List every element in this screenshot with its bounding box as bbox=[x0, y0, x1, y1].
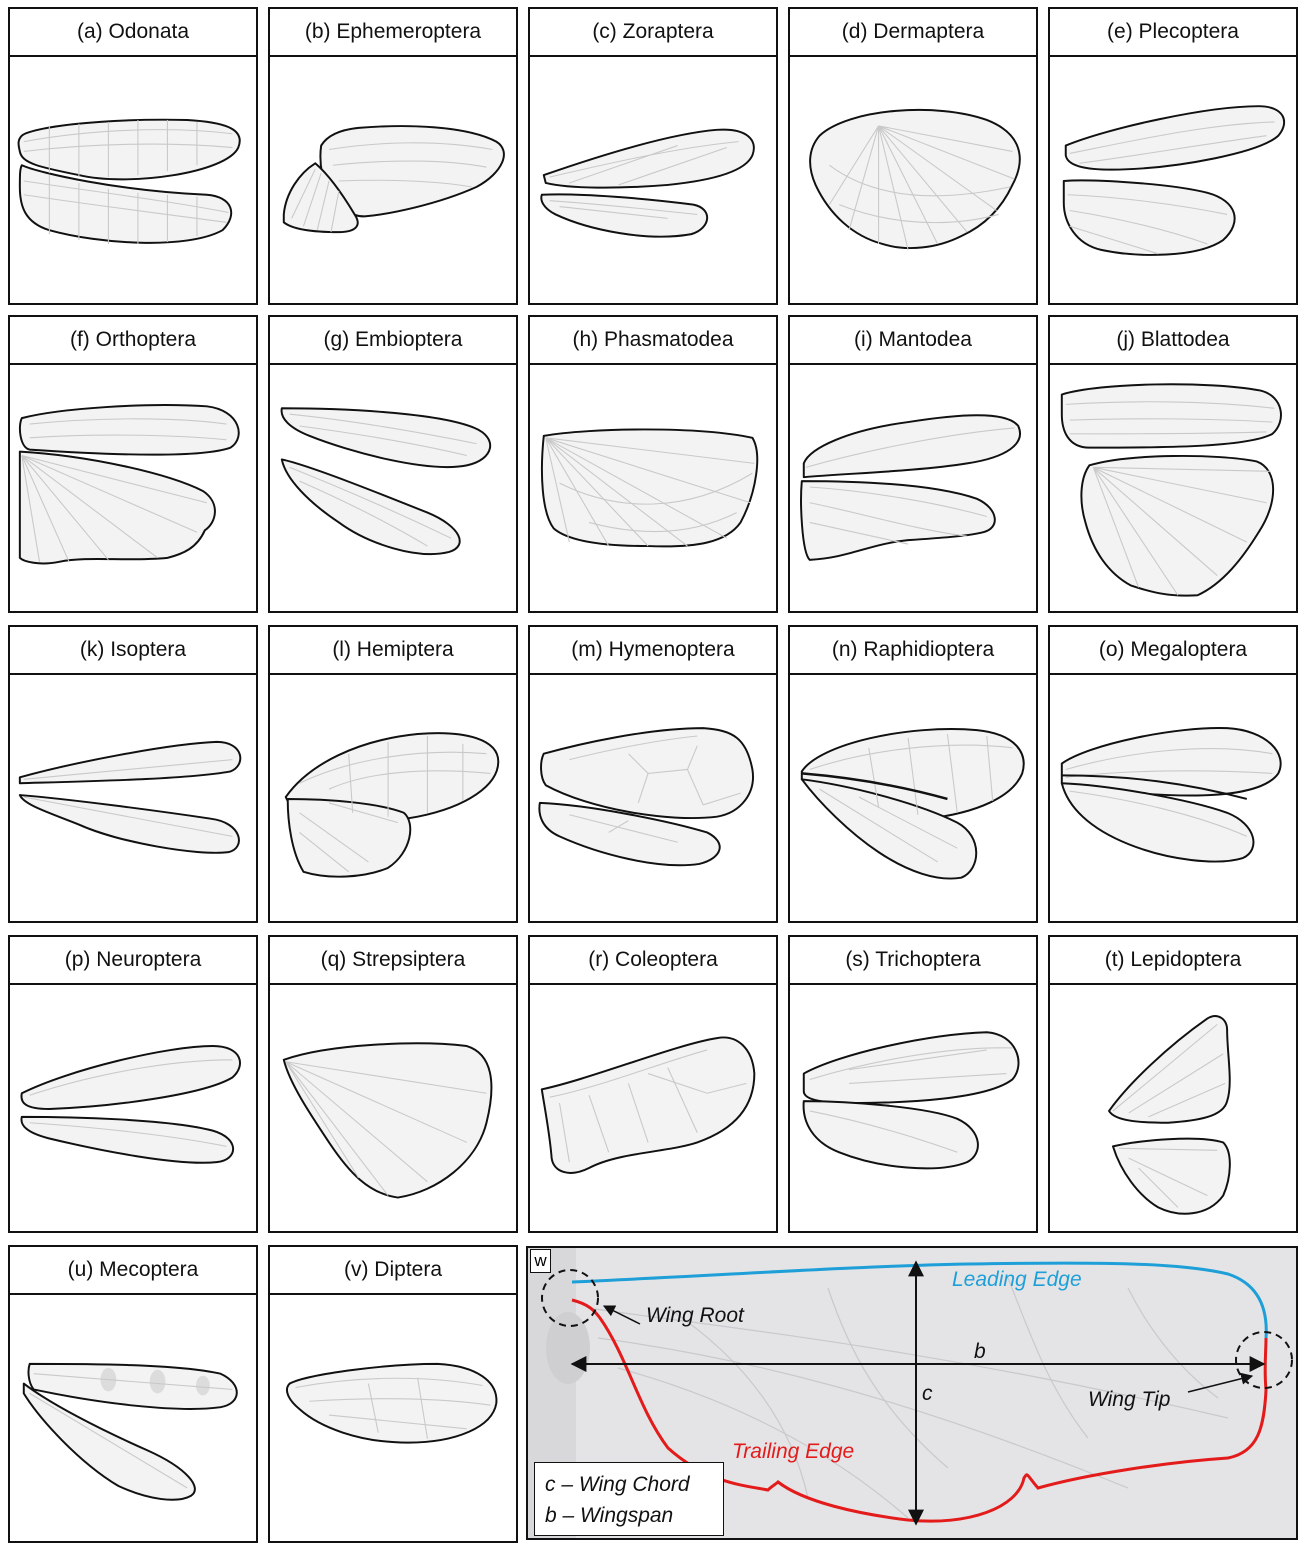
panel-title: (g) Embioptera bbox=[270, 317, 516, 365]
leading-edge-label: Leading Edge bbox=[952, 1268, 1082, 1292]
panel-diptera: (v) Diptera bbox=[268, 1245, 518, 1543]
panel-mecoptera: (u) Mecoptera bbox=[8, 1245, 258, 1543]
embioptera-wing-illustration bbox=[270, 365, 516, 611]
panel-phasmatodea: (h) Phasmatodea bbox=[528, 315, 778, 613]
trichoptera-wing-illustration bbox=[790, 985, 1036, 1231]
panel-title: (t) Lepidoptera bbox=[1050, 937, 1296, 985]
isoptera-wing-illustration bbox=[10, 675, 256, 921]
panel-dermaptera: (d) Dermaptera bbox=[788, 7, 1038, 305]
panel-blattodea: (j) Blattodea bbox=[1048, 315, 1298, 613]
wing-tip-label: Wing Tip bbox=[1088, 1388, 1170, 1412]
panel-coleoptera: (r) Coleoptera bbox=[528, 935, 778, 1233]
panel-odonata: (a) Odonata bbox=[8, 7, 258, 305]
phasmatodea-wing-illustration bbox=[530, 365, 776, 611]
panel-isoptera: (k) Isoptera bbox=[8, 625, 258, 923]
hymenoptera-wing-illustration bbox=[530, 675, 776, 921]
panel-title: (s) Trichoptera bbox=[790, 937, 1036, 985]
panel-ephemeroptera: (b) Ephemeroptera bbox=[268, 7, 518, 305]
panel-title: (l) Hemiptera bbox=[270, 627, 516, 675]
ephemeroptera-wing-illustration bbox=[270, 57, 516, 303]
mantodea-wing-illustration bbox=[790, 365, 1036, 611]
hemiptera-wing-illustration bbox=[270, 675, 516, 921]
panel-title: (b) Ephemeroptera bbox=[270, 9, 516, 57]
panel-title: (n) Raphidioptera bbox=[790, 627, 1036, 675]
legend-chord: c – Wing Chord bbox=[545, 1469, 713, 1500]
panel-lepidoptera: (t) Lepidoptera bbox=[1048, 935, 1298, 1233]
panel-title: (d) Dermaptera bbox=[790, 9, 1036, 57]
panel-trichoptera: (s) Trichoptera bbox=[788, 935, 1038, 1233]
legend-span: b – Wingspan bbox=[545, 1500, 713, 1531]
panel-orthoptera: (f) Orthoptera bbox=[8, 315, 258, 613]
panel-plecoptera: (e) Plecoptera bbox=[1048, 7, 1298, 305]
panel-megaloptera: (o) Megaloptera bbox=[1048, 625, 1298, 923]
odonata-wing-illustration bbox=[10, 57, 256, 303]
panel-mantodea: (i) Mantodea bbox=[788, 315, 1038, 613]
diptera-wing-illustration bbox=[270, 1295, 516, 1541]
panel-title: (q) Strepsiptera bbox=[270, 937, 516, 985]
dermaptera-wing-illustration bbox=[790, 57, 1036, 303]
panel-strepsiptera: (q) Strepsiptera bbox=[268, 935, 518, 1233]
panel-title: (a) Odonata bbox=[10, 9, 256, 57]
mecoptera-wing-illustration bbox=[10, 1295, 256, 1541]
panel-hymenoptera: (m) Hymenoptera bbox=[528, 625, 778, 923]
panel-title: (u) Mecoptera bbox=[10, 1247, 256, 1295]
wing-root-label: Wing Root bbox=[646, 1304, 744, 1328]
trailing-edge-label: Trailing Edge bbox=[732, 1440, 854, 1464]
plecoptera-wing-illustration bbox=[1050, 57, 1296, 303]
legend: c – Wing Chord b – Wingspan bbox=[534, 1462, 724, 1536]
panel-title: (v) Diptera bbox=[270, 1247, 516, 1295]
zoraptera-wing-illustration bbox=[530, 57, 776, 303]
strepsiptera-wing-illustration bbox=[270, 985, 516, 1231]
panel-neuroptera: (p) Neuroptera bbox=[8, 935, 258, 1233]
panel-title: (c) Zoraptera bbox=[530, 9, 776, 57]
megaloptera-wing-illustration bbox=[1050, 675, 1296, 921]
blattodea-wing-illustration bbox=[1050, 365, 1296, 611]
raphidioptera-wing-illustration bbox=[790, 675, 1036, 921]
orthoptera-wing-illustration bbox=[10, 365, 256, 611]
chord-symbol: c bbox=[922, 1382, 933, 1406]
wingspan-symbol: b bbox=[974, 1340, 986, 1364]
panel-embioptera: (g) Embioptera bbox=[268, 315, 518, 613]
panel-title: (r) Coleoptera bbox=[530, 937, 776, 985]
panel-zoraptera: (c) Zoraptera bbox=[528, 7, 778, 305]
panel-raphidioptera: (n) Raphidioptera bbox=[788, 625, 1038, 923]
panel-title: (f) Orthoptera bbox=[10, 317, 256, 365]
panel-title: (i) Mantodea bbox=[790, 317, 1036, 365]
panel-title: (k) Isoptera bbox=[10, 627, 256, 675]
coleoptera-wing-illustration bbox=[530, 985, 776, 1231]
neuroptera-wing-illustration bbox=[10, 985, 256, 1231]
panel-tag: w bbox=[530, 1249, 551, 1273]
panel-title: (m) Hymenoptera bbox=[530, 627, 776, 675]
panel-title: (e) Plecoptera bbox=[1050, 9, 1296, 57]
panel-title: (h) Phasmatodea bbox=[530, 317, 776, 365]
panel-hemiptera: (l) Hemiptera bbox=[268, 625, 518, 923]
panel-title: (j) Blattodea bbox=[1050, 317, 1296, 365]
wing-geometry-diagram: w Leading Edge Wing Root b c Wing Tip Tr… bbox=[526, 1246, 1298, 1540]
lepidoptera-wing-illustration bbox=[1050, 985, 1296, 1231]
panel-title: (p) Neuroptera bbox=[10, 937, 256, 985]
panel-title: (o) Megaloptera bbox=[1050, 627, 1296, 675]
